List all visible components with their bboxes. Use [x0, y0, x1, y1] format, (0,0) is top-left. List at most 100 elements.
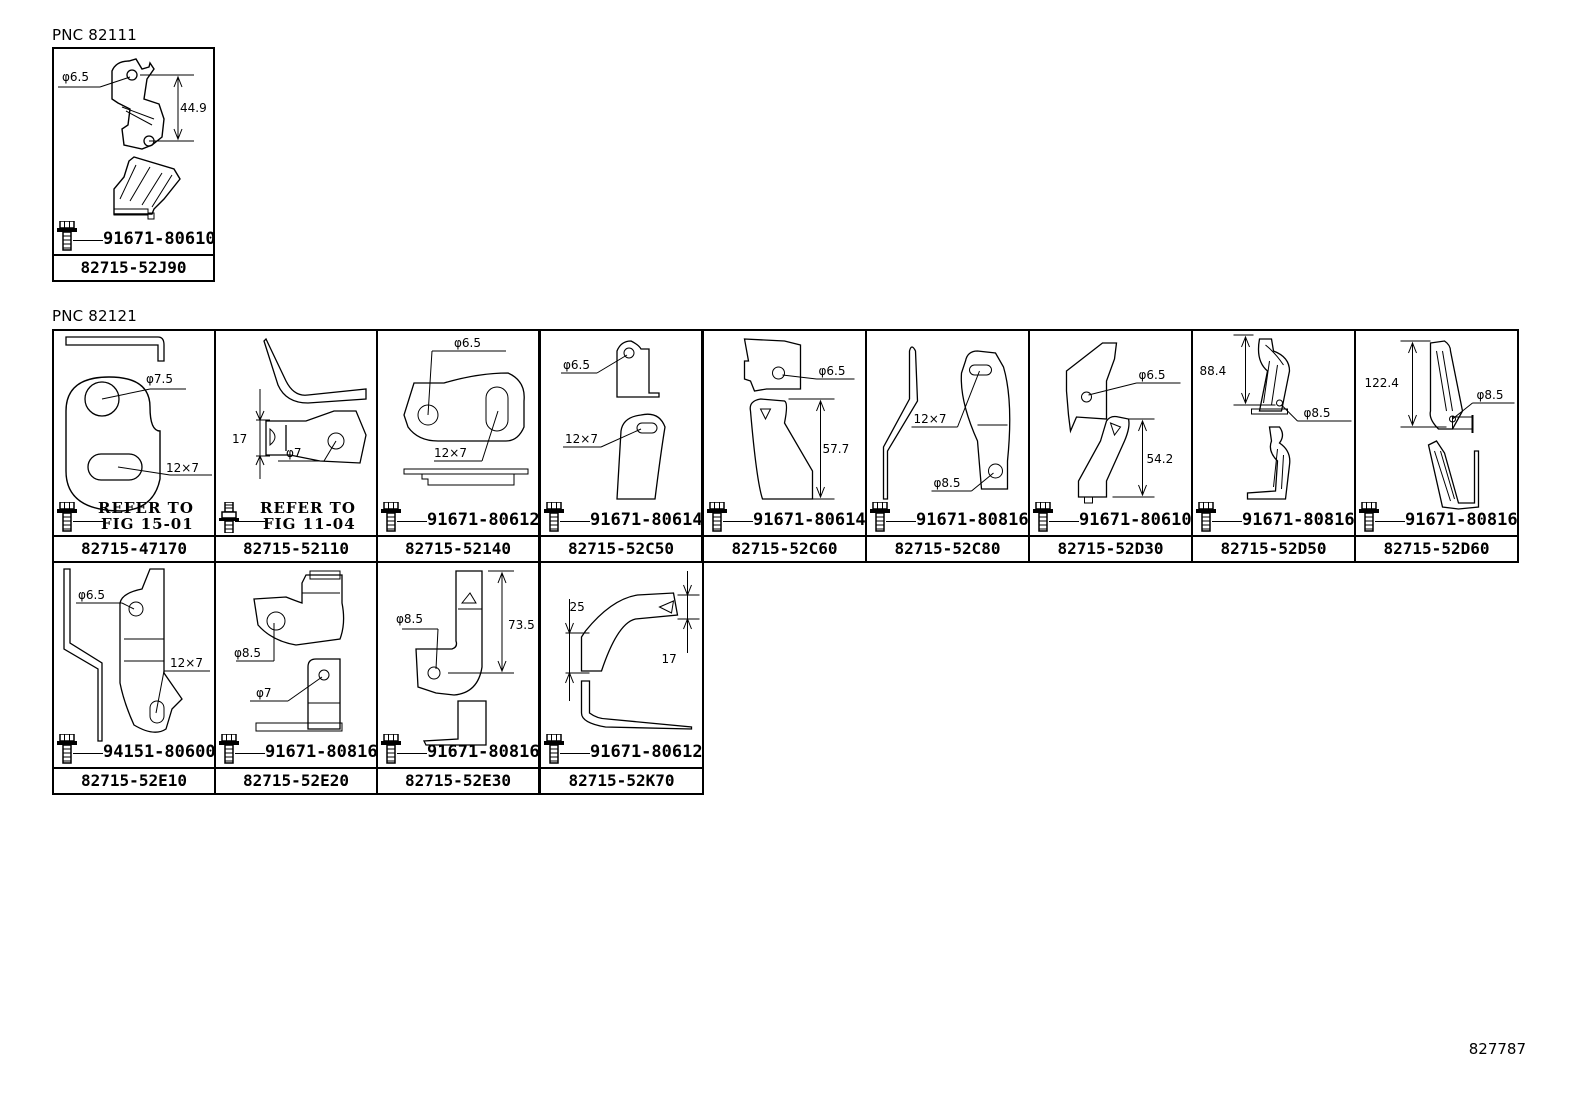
part-cell-82715-47170[interactable]: φ7.5 12×7 REFER TO FIG 15-01 82715-47170	[52, 329, 216, 563]
part-cell-82715-52E10[interactable]: φ6.5 12×7 94151-80600 82715-52E10	[52, 561, 216, 795]
part-cell-82715-52C60[interactable]: φ6.5 57.7 91671-80614 82715-52C60	[702, 329, 867, 563]
part-number-label[interactable]: 82715-52C80	[867, 535, 1028, 561]
bracket-drawing: 12×7 φ8.5	[882, 346, 1011, 500]
svg-text:φ8.5: φ8.5	[1304, 406, 1331, 420]
svg-text:73.5: 73.5	[508, 618, 535, 632]
svg-text:φ8.5: φ8.5	[1477, 388, 1504, 402]
part-number-label[interactable]: 82715-52110	[216, 535, 376, 561]
svg-text:12×7: 12×7	[166, 461, 199, 475]
svg-text:12×7: 12×7	[914, 412, 947, 426]
svg-text:φ6.5: φ6.5	[1139, 368, 1166, 382]
bolt-row: 91671-80614	[707, 497, 868, 533]
part-number-label[interactable]: 82715-52E30	[378, 767, 538, 793]
bolt-part-number[interactable]: 91671-80612	[590, 742, 703, 762]
svg-text:φ6.5: φ6.5	[819, 364, 846, 378]
leader-line	[560, 521, 590, 522]
svg-text:φ8.5: φ8.5	[234, 646, 261, 660]
bolt-row: FIG 15-01	[57, 497, 217, 533]
svg-text:122.4: 122.4	[1365, 376, 1399, 390]
bolt-row: 91671-80612	[381, 497, 541, 533]
part-number-label[interactable]: 82715-52K70	[541, 767, 702, 793]
part-number-label[interactable]: 82715-52C50	[541, 535, 701, 561]
bolt-part-number[interactable]: 91671-80614	[590, 510, 703, 530]
bracket-drawing: φ6.5 12×7	[403, 336, 529, 486]
bracket-drawing: φ8.5 73.5	[396, 570, 535, 746]
leader-line	[560, 753, 590, 754]
bracket-drawing: φ6.5 12×7	[63, 568, 210, 742]
svg-text:44.9: 44.9	[180, 101, 207, 115]
svg-text:φ7: φ7	[286, 446, 302, 460]
figure-reference[interactable]: FIG 15-01	[101, 515, 194, 533]
part-cell-82715-52110[interactable]: 17 φ7 REFER TO FIG 11-04 82715-52110	[214, 329, 378, 563]
svg-text:φ8.5: φ8.5	[396, 612, 423, 626]
bolt-part-number[interactable]: 91671-80614	[753, 510, 866, 530]
part-cell-82715-52D60[interactable]: 122.4 φ8.5 91671-80816 82715-52D60	[1354, 329, 1519, 563]
bolt-icon	[57, 221, 77, 251]
part-number-label[interactable]: 82715-52C60	[704, 535, 865, 561]
part-number-label[interactable]: 82715-52J90	[54, 254, 213, 280]
part-cell-82715-52140[interactable]: φ6.5 12×7 91671-80612 82715-52140	[376, 329, 540, 563]
part-number-label[interactable]: 82715-52E20	[216, 767, 376, 793]
bolt-row: 91671-80816	[870, 497, 1031, 533]
svg-text:17: 17	[232, 432, 247, 446]
svg-text:12×7: 12×7	[565, 432, 598, 446]
bolt-icon	[381, 502, 401, 532]
part-number-label[interactable]: 82715-47170	[54, 535, 214, 561]
refer-to-text: REFER TO	[260, 499, 356, 517]
part-number-label[interactable]: 82715-52E10	[54, 767, 214, 793]
bolt-part-number[interactable]: 91671-80816	[265, 742, 378, 762]
svg-text:φ7: φ7	[256, 686, 272, 700]
part-cell-82715-52C80[interactable]: 12×7 φ8.5 91671-80816 82715-52C80	[865, 329, 1030, 563]
leader-line	[1212, 521, 1242, 522]
bolt-icon	[1033, 502, 1053, 532]
bolt-part-number[interactable]: 91671-80610	[1079, 510, 1192, 530]
leader-line	[235, 753, 265, 754]
part-cell-82715-52D30[interactable]: φ6.5 54.2 91671-80610 82715-52D30	[1028, 329, 1193, 563]
svg-text:φ6.5: φ6.5	[563, 358, 590, 372]
part-cell-82715-52E30[interactable]: φ8.5 73.5 91671-80816 82715-52E30	[376, 561, 540, 795]
part-cell-82715-52J90[interactable]: φ6.5 44.9 91671-80610 82715-52J90	[52, 47, 216, 282]
svg-text:φ6.5: φ6.5	[454, 336, 481, 350]
bolt-icon	[707, 502, 727, 532]
bracket-drawing: φ6.5 12×7	[561, 340, 666, 500]
part-cell-82715-52D50[interactable]: 88.4 φ8.5 91671-80816 82715-52D50	[1191, 329, 1356, 563]
bracket-drawing: φ8.5 φ7	[234, 570, 345, 732]
bolt-part-number[interactable]: 94151-80600	[103, 742, 216, 762]
leader-line	[73, 240, 103, 241]
bolt-icon	[1359, 502, 1379, 532]
bolt-part-number[interactable]: 91671-80816	[1242, 510, 1355, 530]
bolt-part-number[interactable]: 91671-80612	[427, 510, 540, 530]
part-cell-82715-52K70[interactable]: 25 17 91671-80612 82715-52K70	[539, 561, 704, 795]
svg-text:25: 25	[570, 600, 585, 614]
svg-text:φ6.5: φ6.5	[78, 588, 105, 602]
bolt-row: 91671-80816	[1196, 497, 1357, 533]
bracket-drawing: 17 φ7	[232, 337, 367, 479]
part-number-label[interactable]: 82715-52D60	[1356, 535, 1517, 561]
part-cell-82715-52C50[interactable]: φ6.5 12×7 91671-80614 82715-52C50	[539, 329, 703, 563]
part-number-label[interactable]: 82715-52D50	[1193, 535, 1354, 561]
part-cell-82715-52E20[interactable]: φ8.5 φ7 91671-80816 82715-52E20	[214, 561, 378, 795]
bolt-icon	[381, 734, 401, 764]
leader-line	[1375, 521, 1405, 522]
figure-reference[interactable]: FIG 11-04	[263, 515, 356, 533]
bolt-row: 91671-80610	[57, 216, 216, 252]
svg-text:φ7.5: φ7.5	[146, 372, 173, 386]
leader-line	[886, 521, 916, 522]
bracket-drawing: 25 17	[565, 571, 700, 730]
part-number-label[interactable]: 82715-52140	[378, 535, 538, 561]
bolt-icon	[870, 502, 890, 532]
bolt-row: 91671-80612	[544, 729, 705, 765]
bracket-drawing: φ6.5 54.2	[1065, 342, 1181, 504]
bolt-part-number[interactable]: 91671-80816	[427, 742, 540, 762]
svg-text:54.2: 54.2	[1147, 452, 1174, 466]
leader-line	[1049, 521, 1079, 522]
bolt-icon	[544, 502, 564, 532]
bracket-drawing: 122.4 φ8.5	[1365, 340, 1515, 510]
bolt-row: 91671-80610	[1033, 497, 1194, 533]
diagram-id: 827787	[1468, 1040, 1526, 1058]
part-number-label[interactable]: 82715-52D30	[1030, 535, 1191, 561]
bolt-row: 91671-80816	[1359, 497, 1520, 533]
bolt-part-number[interactable]: 91671-80816	[916, 510, 1029, 530]
bolt-part-number[interactable]: 91671-80816	[1405, 510, 1518, 530]
bolt-part-number[interactable]: 91671-80610	[103, 229, 216, 249]
